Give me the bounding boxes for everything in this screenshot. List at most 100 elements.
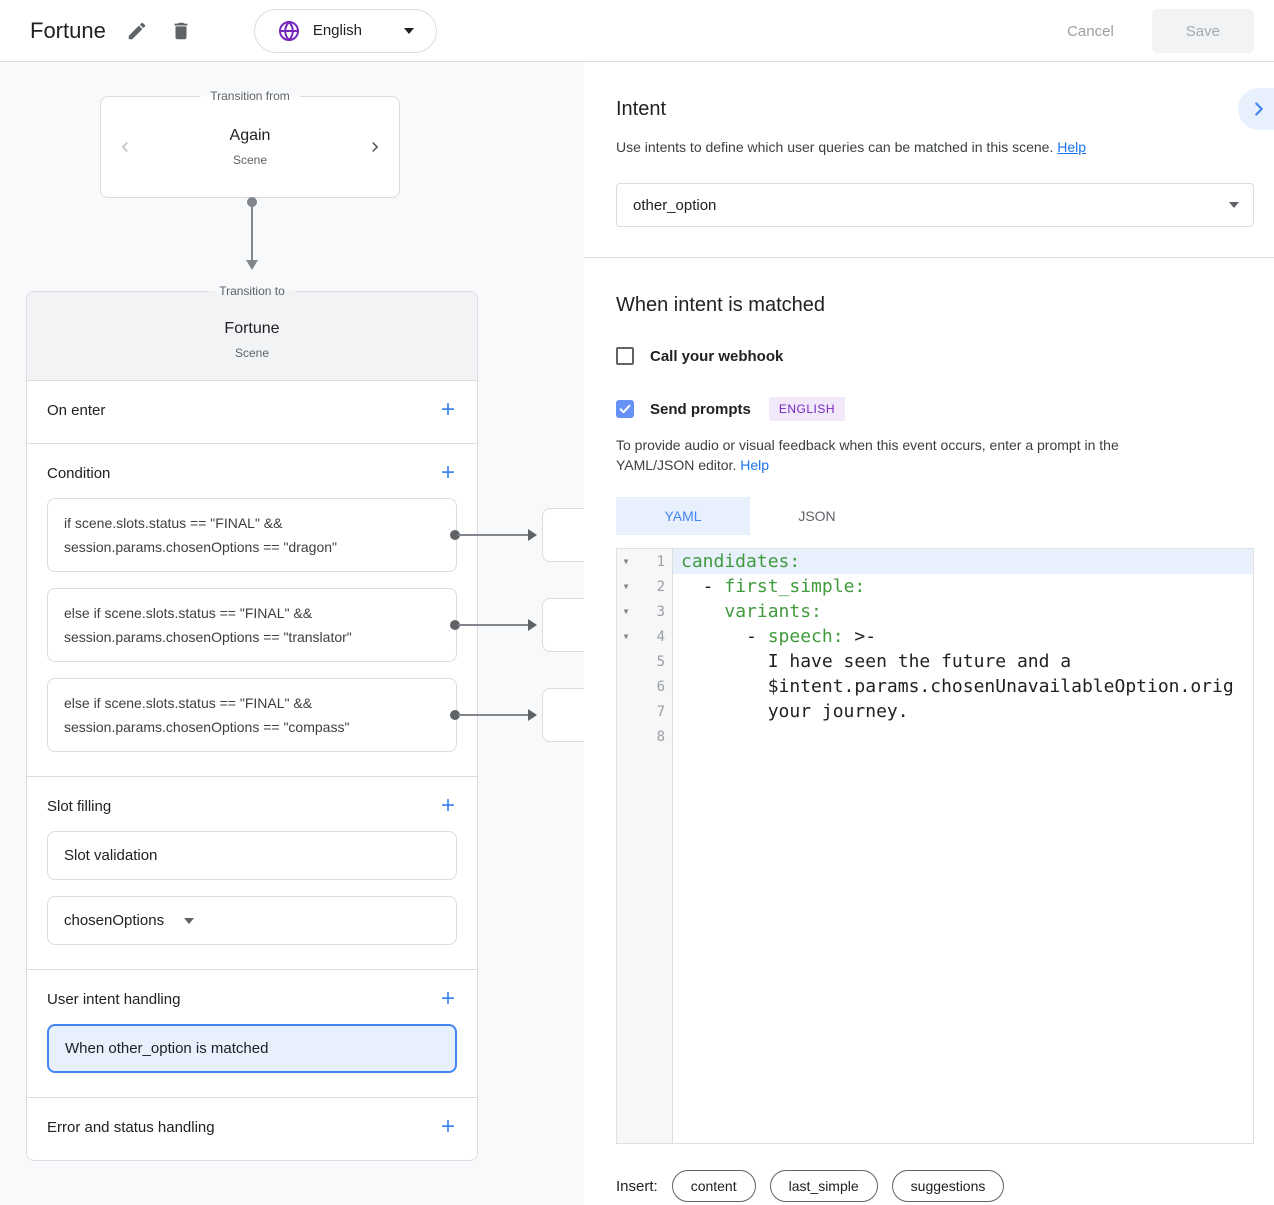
slot-name-label: chosenOptions bbox=[64, 912, 165, 929]
intent-select[interactable]: other_option bbox=[616, 183, 1254, 227]
globe-icon bbox=[277, 19, 301, 43]
slot-validation-label: Slot validation bbox=[64, 847, 158, 864]
linked-scene-card-stub bbox=[542, 688, 584, 742]
language-badge: ENGLISH bbox=[768, 397, 846, 421]
from-scene-name: Again bbox=[229, 127, 271, 144]
save-button[interactable]: Save bbox=[1151, 9, 1254, 53]
fold-toggle-icon[interactable]: ▼ bbox=[623, 607, 629, 616]
editor-tabs: YAML JSON bbox=[616, 497, 1254, 535]
insert-row: Insert: content last_simple suggestions bbox=[616, 1170, 1254, 1202]
tab-json[interactable]: JSON bbox=[798, 508, 836, 524]
collapse-panel-button[interactable] bbox=[1238, 88, 1274, 130]
slot-filling-section: Slot filling + Slot validation chosenOpt… bbox=[27, 777, 477, 970]
chevron-right-icon bbox=[1248, 98, 1270, 120]
checkmark-icon bbox=[618, 402, 632, 416]
add-error-handler-button[interactable]: + bbox=[440, 1113, 455, 1140]
code-line: I have seen the future and a bbox=[681, 651, 1072, 672]
transition-from-card[interactable]: Transition from Again Scene bbox=[100, 89, 400, 198]
code-line: candidates: bbox=[673, 549, 1253, 574]
chevron-left-icon bbox=[115, 137, 135, 157]
intent-editor-panel: Intent Use intents to define which user … bbox=[584, 62, 1274, 1205]
transition-from-legend: Transition from bbox=[200, 89, 300, 103]
edit-scene-button[interactable] bbox=[120, 14, 154, 48]
code-line bbox=[673, 724, 1253, 749]
transition-to-card: Transition to Fortune Scene On enter + C… bbox=[26, 284, 584, 1161]
line-number: 4 bbox=[656, 628, 665, 645]
slot-item-chosenOptions[interactable]: chosenOptions bbox=[47, 896, 457, 945]
on-enter-section: On enter + bbox=[27, 381, 477, 444]
add-on-enter-button[interactable]: + bbox=[440, 396, 455, 423]
error-handling-label: Error and status handling bbox=[47, 1118, 215, 1136]
send-prompts-checkbox[interactable] bbox=[616, 400, 634, 418]
line-number: 6 bbox=[656, 678, 665, 695]
dropdown-arrow-icon bbox=[1229, 202, 1239, 208]
webhook-checkbox[interactable] bbox=[616, 347, 634, 365]
code-line: - first_simple: bbox=[681, 576, 866, 597]
tab-yaml[interactable]: YAML bbox=[616, 497, 750, 535]
chevron-down-icon bbox=[184, 917, 195, 924]
matched-title: When intent is matched bbox=[616, 294, 825, 316]
intent-panel-title: Intent bbox=[616, 98, 667, 120]
intent-handler-item-selected[interactable]: When other_option is matched bbox=[47, 1024, 457, 1073]
intent-description: Use intents to define which user queries… bbox=[616, 137, 1176, 157]
condition-item-dragon[interactable]: if scene.slots.status == "FINAL" && sess… bbox=[47, 498, 584, 572]
add-intent-handler-button[interactable]: + bbox=[440, 985, 455, 1012]
error-handling-section: Error and status handling + bbox=[27, 1098, 477, 1160]
insert-content-chip[interactable]: content bbox=[671, 1170, 756, 1202]
scene-card-header: Transition to Fortune Scene bbox=[27, 284, 477, 381]
condition-label: Condition bbox=[47, 464, 111, 482]
prompt-description: To provide audio or visual feedback when… bbox=[616, 435, 1176, 475]
condition-item-translator[interactable]: else if scene.slots.status == "FINAL" &&… bbox=[47, 588, 584, 662]
fold-toggle-icon[interactable]: ▼ bbox=[623, 582, 629, 591]
code-line: your journey. bbox=[681, 701, 909, 722]
delete-scene-button[interactable] bbox=[164, 14, 198, 48]
line-number: 8 bbox=[656, 728, 665, 745]
intent-select-value: other_option bbox=[633, 196, 717, 214]
prompt-description-text: To provide audio or visual feedback when… bbox=[616, 437, 1119, 473]
user-intent-section: User intent handling + When other_option… bbox=[27, 970, 477, 1098]
intent-help-link[interactable]: Help bbox=[1057, 139, 1087, 155]
send-prompts-checkbox-row[interactable]: Send prompts ENGLISH bbox=[616, 397, 1254, 421]
webhook-checkbox-row[interactable]: Call your webhook bbox=[616, 347, 1254, 365]
to-scene-type: Scene bbox=[234, 345, 270, 360]
line-number: 5 bbox=[656, 653, 665, 670]
code-area[interactable]: candidates: - first_simple: variants: - … bbox=[673, 549, 1253, 1143]
fold-toggle-icon[interactable]: ▼ bbox=[623, 632, 629, 641]
prompt-help-link[interactable]: Help bbox=[740, 457, 770, 473]
condition-item-compass[interactable]: else if scene.slots.status == "FINAL" &&… bbox=[47, 678, 584, 752]
pencil-icon bbox=[126, 20, 148, 42]
slot-validation-item[interactable]: Slot validation bbox=[47, 831, 457, 880]
transition-to-legend: Transition to bbox=[209, 284, 295, 298]
cancel-button[interactable]: Cancel bbox=[1055, 15, 1126, 48]
insert-last-simple-chip[interactable]: last_simple bbox=[769, 1170, 878, 1202]
insert-label: Insert: bbox=[616, 1177, 658, 1195]
condition-section: Condition + if scene.slots.status == "FI… bbox=[27, 444, 584, 777]
insert-suggestions-chip[interactable]: suggestions bbox=[891, 1170, 1005, 1202]
line-number: 2 bbox=[656, 578, 665, 595]
chevron-down-icon bbox=[404, 27, 415, 34]
yaml-code-editor[interactable]: ▼1 ▼2 ▼3 ▼4 5 6 7 8 candidates: - first_… bbox=[616, 548, 1254, 1144]
code-line: $intent.params.chosenUnavailableOption.o… bbox=[681, 676, 1234, 697]
linked-scene-card-stub bbox=[542, 598, 584, 652]
editor-gutter: ▼1 ▼2 ▼3 ▼4 5 6 7 8 bbox=[617, 549, 673, 1143]
top-bar: Fortune English Cancel Save bbox=[0, 0, 1274, 62]
language-label: English bbox=[312, 22, 363, 39]
add-condition-button[interactable]: + bbox=[440, 459, 455, 486]
slot-filling-label: Slot filling bbox=[47, 797, 112, 815]
intent-description-text: Use intents to define which user queries… bbox=[616, 139, 1054, 155]
user-intent-label: User intent handling bbox=[47, 990, 181, 1008]
next-scene-button[interactable] bbox=[365, 137, 385, 157]
fold-toggle-icon[interactable]: ▼ bbox=[623, 557, 629, 566]
send-prompts-label: Send prompts bbox=[650, 400, 751, 418]
line-number: 7 bbox=[656, 703, 665, 720]
from-scene-type: Scene bbox=[232, 153, 268, 167]
code-line: variants: bbox=[724, 601, 822, 622]
line-number: 3 bbox=[656, 603, 665, 620]
add-slot-button[interactable]: + bbox=[440, 792, 455, 819]
chevron-right-icon bbox=[365, 137, 385, 157]
trash-icon bbox=[170, 20, 192, 42]
panel-divider bbox=[584, 257, 1274, 258]
prev-scene-button[interactable] bbox=[115, 137, 135, 157]
language-selector[interactable]: English bbox=[253, 8, 438, 53]
transition-arrow bbox=[246, 197, 258, 272]
